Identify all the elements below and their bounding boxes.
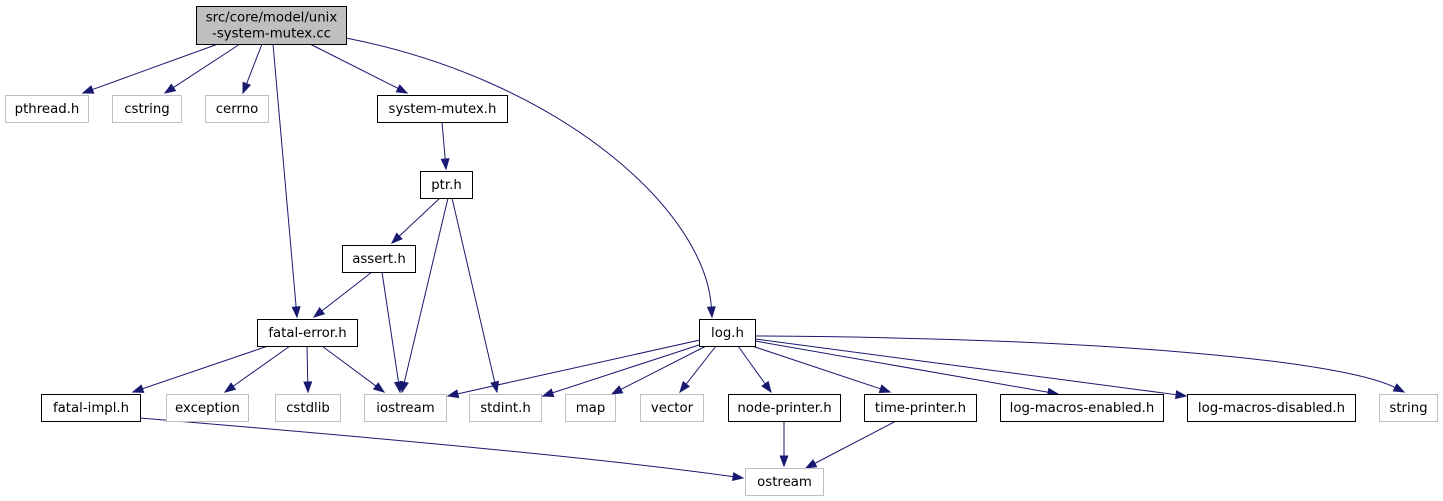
node-fatal-error[interactable]: fatal-error.h (257, 319, 358, 347)
edge-log-to-vector (679, 345, 717, 394)
node-vector: vector (640, 394, 704, 422)
edge-ptr-to-assert (390, 197, 441, 244)
edge-root-to-system-mutex (309, 43, 409, 94)
node-ptr[interactable]: ptr.h (420, 171, 473, 199)
node-box (342, 245, 416, 273)
node-cstdlib: cstdlib (275, 394, 341, 422)
edge-root-to-log (345, 37, 716, 319)
node-box (640, 394, 704, 422)
node-node-printer[interactable]: node-printer.h (728, 394, 841, 422)
edge-layer (81, 37, 1406, 482)
node-label: pthread.h (15, 102, 80, 117)
node-label: log-macros-disabled.h (1198, 401, 1345, 416)
node-label: node-printer.h (737, 401, 831, 416)
node-box (166, 394, 249, 422)
node-log-macros-disabled[interactable]: log-macros-disabled.h (1187, 394, 1356, 422)
node-cerrno: cerrno (205, 95, 269, 123)
node-stdint: stdint.h (469, 394, 542, 422)
node-box (5, 95, 89, 123)
node-label: cstring (124, 102, 169, 117)
edge-root-to-cerrno (242, 43, 263, 95)
node-label: map (576, 401, 606, 416)
node-iostream: iostream (364, 394, 447, 422)
node-box (728, 394, 841, 422)
node-label: assert.h (352, 252, 406, 267)
node-box (112, 95, 182, 123)
edge-system-mutex-to-ptr (440, 121, 450, 171)
edge-fatal-error-to-cstdlib (303, 345, 313, 394)
node-string: string (1379, 394, 1438, 422)
edge-node-printer-to-ostream (779, 421, 789, 468)
node-ostream: ostream (745, 468, 824, 496)
node-box (699, 319, 756, 347)
edge-log-to-time-printer (751, 345, 892, 393)
node-box (565, 394, 616, 422)
node-label: iostream (376, 401, 434, 416)
edge-assert-to-iostream (381, 271, 403, 394)
node-time-printer[interactable]: time-printer.h (864, 394, 977, 422)
node-log-macros-enabled[interactable]: log-macros-enabled.h (1000, 394, 1164, 422)
node-label: stdint.h (480, 401, 531, 416)
node-label: system-mutex.h (389, 102, 497, 117)
edge-log-to-string (754, 335, 1406, 393)
edge-log-to-log-macros-enabled (754, 340, 1060, 397)
node-label: time-printer.h (875, 401, 966, 416)
node-box (205, 95, 269, 123)
node-box (1187, 394, 1356, 422)
node-label: string (1389, 401, 1427, 416)
node-box (1379, 394, 1438, 422)
node-root[interactable]: src/core/model/unix-system-mutex.cc (196, 6, 347, 45)
node-box (364, 394, 447, 422)
edge-fatal-error-to-iostream (321, 345, 386, 393)
edge-root-to-cstring (163, 43, 241, 94)
node-label: ptr.h (431, 178, 462, 193)
node-label: cstdlib (286, 401, 330, 416)
node-map: map (565, 394, 616, 422)
node-fatal-impl[interactable]: fatal-impl.h (41, 394, 141, 422)
node-label: fatal-impl.h (53, 401, 129, 416)
edge-log-to-iostream (446, 339, 701, 399)
edge-ptr-to-iostream (400, 197, 449, 394)
node-label: vector (651, 401, 694, 416)
node-box (745, 468, 824, 496)
node-label: -system-mutex.cc (212, 27, 331, 42)
node-layer: src/core/model/unix-system-mutex.cc pthre… (5, 6, 1438, 496)
node-assert[interactable]: assert.h (342, 245, 416, 273)
node-label: log-macros-enabled.h (1010, 401, 1155, 416)
edge-log-to-log-macros-disabled (754, 338, 1188, 400)
edge-log-to-node-printer (737, 345, 772, 394)
node-box (469, 394, 542, 422)
node-system-mutex[interactable]: system-mutex.h (377, 95, 508, 123)
node-pthread: pthread.h (5, 95, 89, 123)
node-label: ostream (757, 475, 812, 490)
edge-log-to-stdint (541, 343, 703, 398)
node-box (41, 394, 141, 422)
edge-root-to-pthread (81, 43, 219, 94)
edge-time-printer-to-ostream (804, 420, 897, 469)
node-box (864, 394, 977, 422)
node-cstring: cstring (112, 95, 182, 123)
node-label: fatal-error.h (268, 326, 346, 341)
node-log[interactable]: log.h (699, 319, 756, 347)
node-label: log.h (711, 326, 744, 341)
edge-fatal-error-to-fatal-impl (131, 345, 269, 393)
edge-root-to-fatal-error (272, 43, 301, 319)
node-label: exception (175, 401, 240, 416)
node-box (196, 6, 347, 45)
node-box (1000, 394, 1164, 422)
edge-assert-to-fatal-error (312, 271, 373, 318)
edge-fatal-error-to-exception (223, 345, 291, 393)
node-box (377, 95, 508, 123)
edge-log-to-map (610, 345, 707, 395)
node-label: src/core/model/unix (206, 11, 338, 26)
edge-ptr-to-stdint (451, 197, 500, 394)
node-box (257, 319, 358, 347)
node-box (420, 171, 473, 199)
node-box (275, 394, 341, 422)
node-exception: exception (166, 394, 249, 422)
edge-fatal-impl-to-ostream (139, 417, 745, 482)
node-label: cerrno (216, 102, 259, 117)
